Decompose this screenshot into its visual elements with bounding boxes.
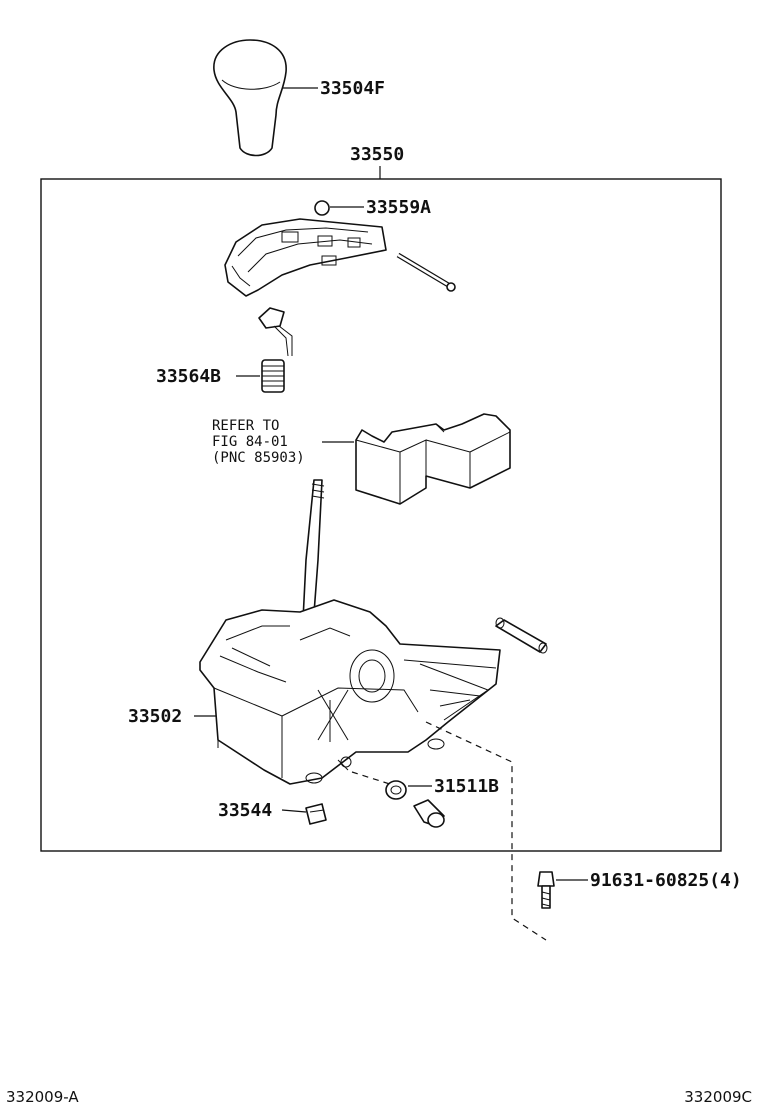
spring-part xyxy=(261,359,285,393)
indicator-plate-part xyxy=(224,218,387,297)
label-knob: 33504F xyxy=(320,78,385,99)
stopper-part xyxy=(385,780,407,800)
shift-knob-part xyxy=(213,39,287,157)
bolt-dashed-line xyxy=(425,721,547,941)
detent-lever-part xyxy=(258,307,293,357)
label-assembly: 33550 xyxy=(350,144,404,165)
footer-left-code: 332009-A xyxy=(6,1088,79,1106)
side-pin-part xyxy=(495,617,548,654)
refer-line-2: FIG 84-01 xyxy=(212,434,288,450)
label-housing: 33502 xyxy=(128,706,182,727)
label-stopper: 31511B xyxy=(434,776,499,797)
cover-block-part xyxy=(355,413,511,505)
label-bushing: 33544 xyxy=(218,800,272,821)
shift-housing-part xyxy=(199,599,501,785)
bushing-part xyxy=(305,803,327,825)
assembly-frame xyxy=(40,178,722,852)
refer-line-3: (PNC 85903) xyxy=(212,450,305,466)
bushing-leader xyxy=(281,809,307,813)
footer-right-code: 332009C xyxy=(684,1088,752,1106)
screw-part xyxy=(413,799,445,828)
label-spring: 33564B xyxy=(156,366,221,387)
bolt-part xyxy=(537,871,555,909)
label-clip: 33559A xyxy=(366,197,431,218)
pin-part xyxy=(396,252,456,292)
refer-line-1: REFER TO xyxy=(212,418,279,434)
label-bolt: 91631-60825(4) xyxy=(590,870,742,891)
clip-part xyxy=(314,200,330,216)
